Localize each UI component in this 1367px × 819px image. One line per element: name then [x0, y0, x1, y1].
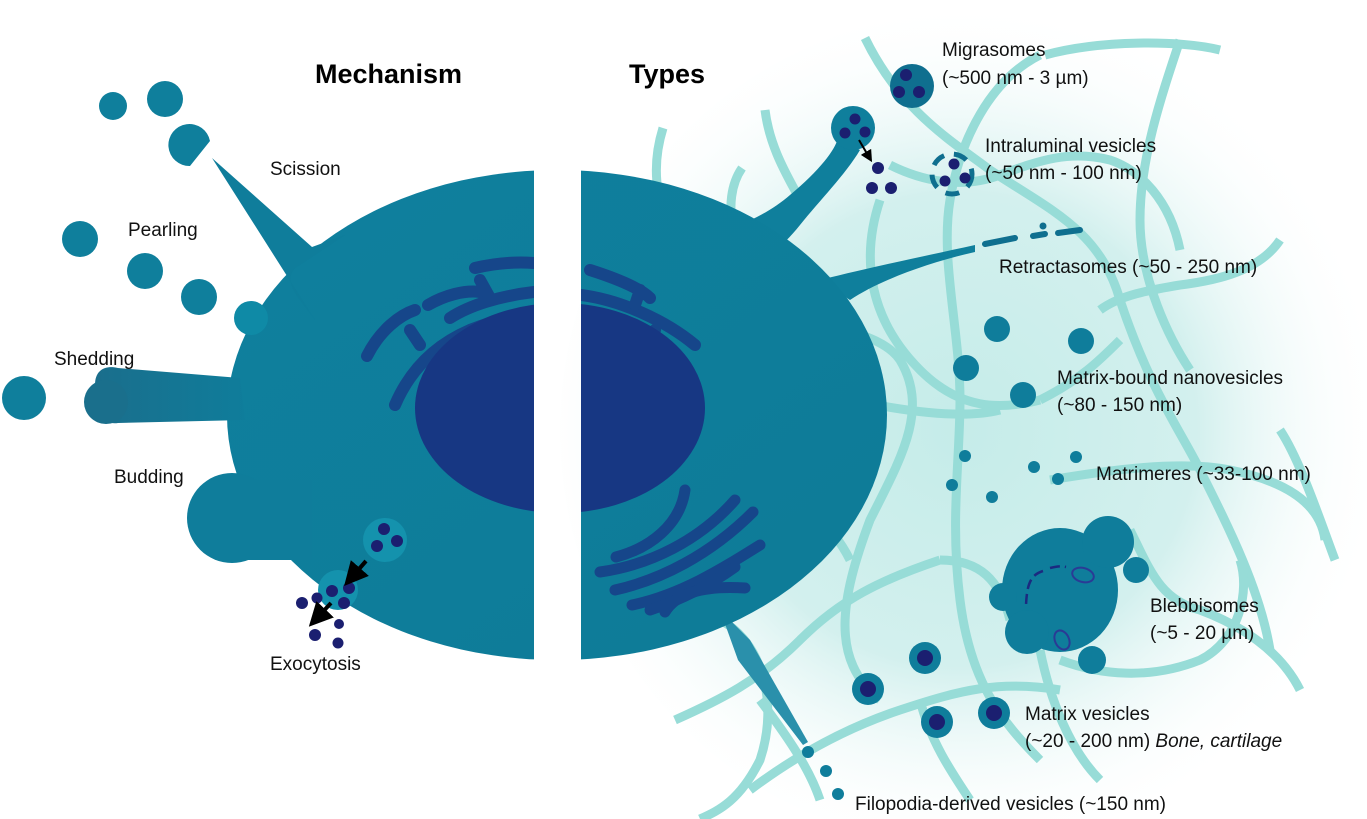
- blebbisome: [989, 516, 1149, 674]
- pearl: [234, 301, 268, 335]
- label-intraluminal: Intraluminal vesicles: [985, 136, 1156, 157]
- label-mbv: Matrix-bound nanovesicles: [1057, 368, 1283, 389]
- arrow-icon: [308, 601, 334, 627]
- pearl: [62, 221, 98, 257]
- label-blebbisomes-size: (~5 - 20 µm): [1150, 623, 1254, 644]
- matrix-vesicles: [852, 642, 1010, 738]
- label-migrasomes-size: (~500 nm - 3 µm): [942, 68, 1089, 89]
- matrix-vesicles-note: Bone, cartilage: [1155, 731, 1282, 752]
- golgi-apparatus: [594, 484, 766, 618]
- filopodium: [720, 610, 808, 745]
- scission-vesicle: [168, 124, 210, 167]
- section-title-types: Types: [629, 59, 705, 89]
- label-filopodia: Filopodia-derived vesicles (~150 nm): [855, 794, 1166, 815]
- nucleus-right: [581, 304, 705, 512]
- label-budding: Budding: [114, 467, 184, 488]
- label-shedding: Shedding: [54, 349, 134, 370]
- scission-stalk: [212, 158, 345, 320]
- label-mbv-size: (~80 - 150 nm): [1057, 395, 1182, 416]
- matrimere: [959, 450, 971, 462]
- label-intraluminal-size: (~50 nm - 100 nm): [985, 163, 1142, 184]
- migrasome: [890, 64, 934, 108]
- mbv: [984, 316, 1010, 342]
- matrimere: [986, 491, 998, 503]
- filopodia-vesicle: [802, 746, 814, 758]
- matrimere: [1052, 473, 1064, 485]
- matrimere: [1028, 461, 1040, 473]
- label-blebbisomes: Blebbisomes: [1150, 596, 1259, 617]
- label-matrix-vesicles-size: (~20 - 200 nm) Bone, cartilage: [1025, 731, 1282, 752]
- nucleus-left: [415, 304, 534, 512]
- cell-types: [581, 106, 975, 745]
- label-scission: Scission: [270, 159, 341, 180]
- matrix-vesicles-size: (~20 - 200 nm): [1025, 731, 1155, 752]
- shed-vesicle: [2, 376, 46, 420]
- pearl: [181, 279, 217, 315]
- section-title-mechanism: Mechanism: [315, 59, 462, 89]
- label-matrimeres: Matrimeres (~33-100 nm): [1096, 464, 1311, 485]
- label-pearling: Pearling: [128, 220, 198, 241]
- exocytosis-cargo: [296, 559, 369, 649]
- label-matrix-vesicles: Matrix vesicles: [1025, 704, 1150, 725]
- intraluminal-vesicle-ring: [929, 151, 975, 197]
- arrow-icon: [858, 139, 873, 163]
- pearl: [127, 253, 163, 289]
- mbv: [1010, 382, 1036, 408]
- filopodia-vesicle: [820, 765, 832, 777]
- migrasome-bud: [831, 106, 875, 150]
- matrimere: [946, 479, 958, 491]
- cell-mechanism: [84, 158, 534, 660]
- label-retractasomes: Retractasomes (~50 - 250 nm): [999, 257, 1257, 278]
- shedding-protrusion: [95, 367, 245, 424]
- retractasome-fiber: [820, 245, 975, 300]
- mbv: [1068, 328, 1094, 354]
- matrimere: [1070, 451, 1082, 463]
- mechanism-vesicles: [2, 81, 268, 420]
- retractasomes: [982, 227, 1083, 247]
- filopodia-vesicle: [832, 788, 844, 800]
- mbv: [953, 355, 979, 381]
- label-exocytosis: Exocytosis: [270, 654, 361, 675]
- types-vesicles: [802, 64, 1149, 800]
- vesicle: [147, 81, 183, 117]
- arrow-icon: [344, 559, 369, 587]
- vesicle: [99, 92, 127, 120]
- label-migrasomes: Migrasomes: [942, 40, 1045, 61]
